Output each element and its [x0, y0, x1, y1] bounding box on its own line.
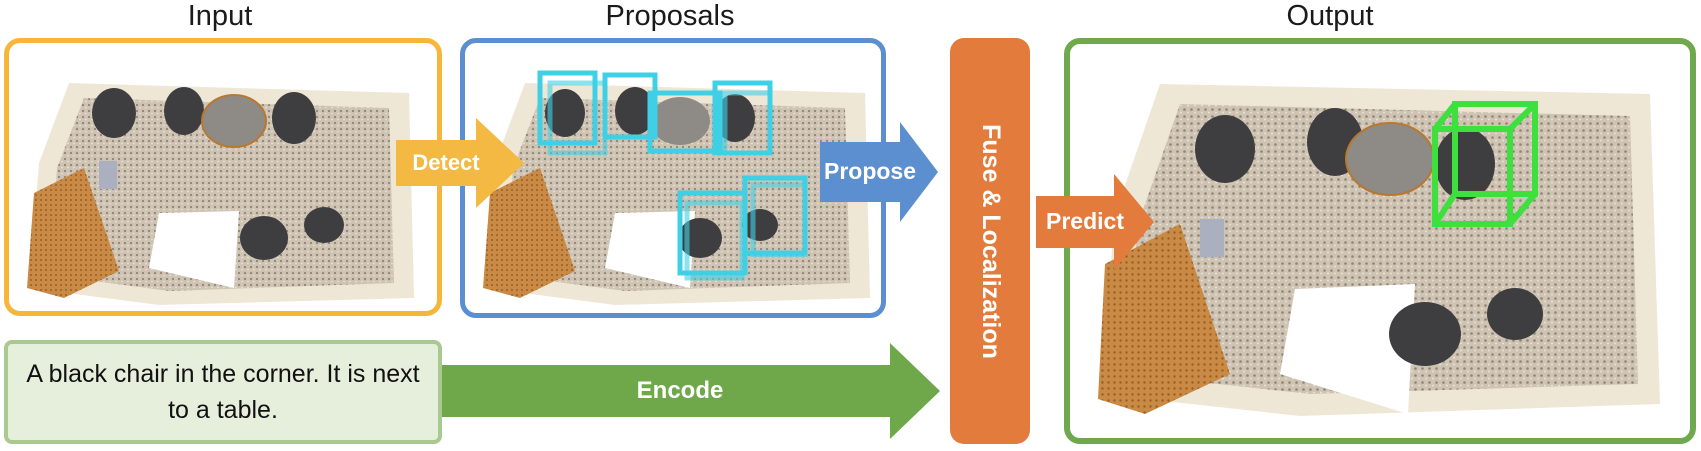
proposals-title: Proposals	[605, 0, 735, 32]
propose-arrow	[820, 122, 938, 222]
output-panel	[1064, 38, 1696, 444]
fuse-localization-block: Fuse & Localization	[950, 38, 1030, 444]
predict-arrow	[1036, 174, 1154, 270]
proposals-scene-image	[483, 70, 870, 305]
input-title: Input	[187, 0, 253, 32]
output-target-box	[1432, 101, 1538, 227]
encode-arrow	[420, 343, 940, 439]
proposal-box-3	[647, 90, 723, 154]
propose-label: Propose	[823, 157, 917, 184]
proposals-panel	[460, 38, 886, 318]
predict-label: Predict	[1046, 207, 1124, 234]
description-text-box: A black chair in the corner. It is next …	[4, 340, 442, 444]
encode-label: Encode	[636, 377, 724, 404]
proposal-box-2	[602, 72, 658, 140]
detect-label: Detect	[412, 150, 480, 175]
output-scene-image	[1098, 84, 1660, 416]
proposal-box-1	[537, 70, 598, 146]
detect-arrow	[396, 118, 524, 208]
fuse-localization-label: Fuse & Localization	[976, 123, 1005, 359]
input-scene-image	[27, 83, 414, 305]
output-title: Output	[1286, 0, 1374, 32]
input-panel	[4, 38, 442, 316]
